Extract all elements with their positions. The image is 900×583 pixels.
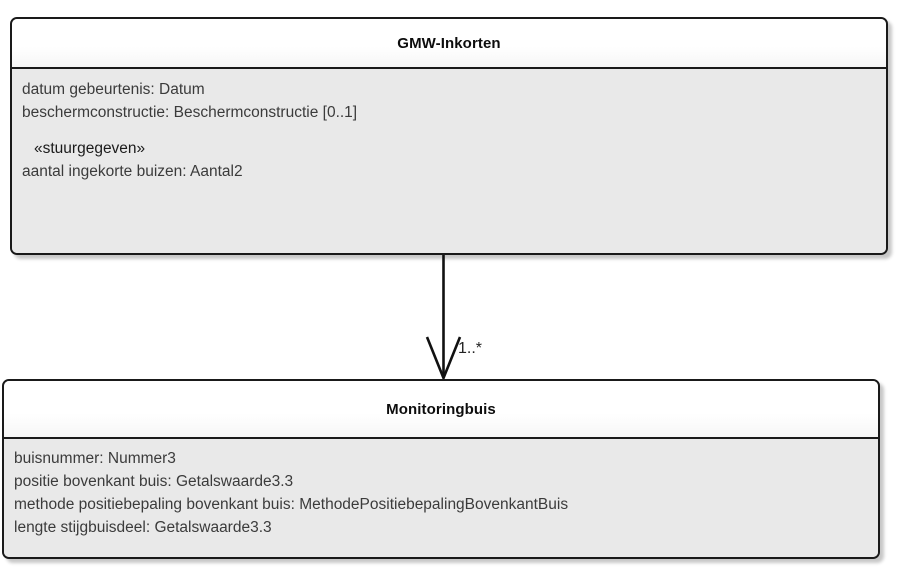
uml-class-monitoringbuis[interactable]: Monitoringbuis buisnummer: Nummer3 posit… [2, 379, 880, 559]
uml-attribute: buisnummer: Nummer3 [14, 450, 176, 467]
uml-attribute: lengte stijgbuisdeel: Getalswaarde3.3 [14, 519, 272, 536]
uml-class-attributes-gmw-inkorten: datum gebeurtenis: Datum beschermconstru… [12, 69, 886, 253]
uml-class-header-gmw-inkorten: GMW-Inkorten [12, 19, 886, 69]
connector-target-multiplicity: 1..* [458, 340, 483, 357]
uml-class-title-gmw-inkorten: GMW-Inkorten [397, 34, 501, 52]
uml-stereotype-label: «stuurgegeven» [34, 140, 146, 157]
uml-class-gmw-inkorten[interactable]: GMW-Inkorten datum gebeurtenis: Datum be… [10, 17, 888, 255]
uml-attribute: datum gebeurtenis: Datum [22, 81, 205, 98]
uml-attribute: beschermconstructie: Beschermconstructie… [22, 104, 358, 121]
uml-attribute: positie bovenkant buis: Getalswaarde3.3 [14, 473, 294, 490]
uml-class-title-monitoringbuis: Monitoringbuis [386, 400, 496, 418]
uml-attribute: aantal ingekorte buizen: Aantal2 [22, 163, 243, 180]
uml-attribute: methode positiebepaling bovenkant buis: … [14, 496, 569, 513]
uml-class-header-monitoringbuis: Monitoringbuis [4, 381, 878, 439]
connector-arrowhead-icon [425, 336, 462, 382]
uml-class-attributes-monitoringbuis: buisnummer: Nummer3 positie bovenkant bu… [4, 439, 878, 557]
